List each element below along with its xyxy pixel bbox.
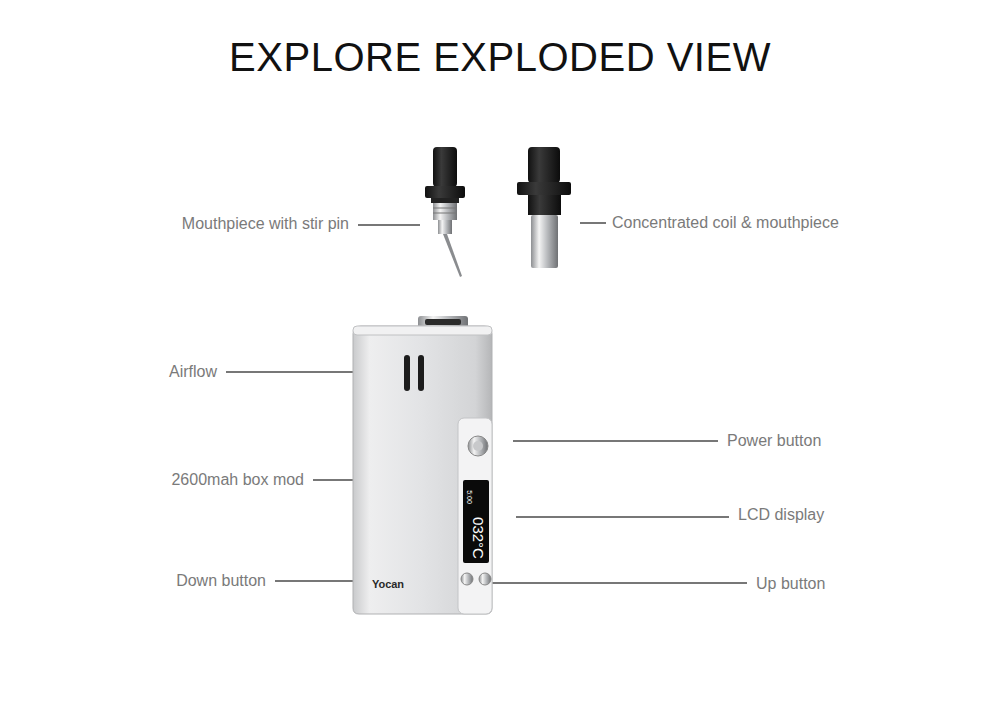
airflow-slot	[404, 355, 410, 391]
part-label: 2600mah box mod	[171, 471, 304, 489]
mouthpiece-tip	[528, 147, 560, 183]
part-label: Concentrated coil & mouthpiece	[612, 214, 839, 232]
mouthpiece-flange	[517, 182, 571, 195]
leader-line	[486, 582, 747, 584]
airflow-slot	[418, 355, 424, 391]
power-button-face	[473, 441, 483, 451]
part-label: Down button	[176, 572, 266, 590]
thread-groove	[433, 213, 457, 214]
stir-pin-mouthpiece	[425, 147, 465, 277]
part-label: Airflow	[169, 363, 217, 381]
mouthpiece-band	[431, 198, 459, 203]
part-label: Power button	[727, 432, 821, 450]
connector-hole	[425, 319, 461, 325]
diagram-title: EXPLORE EXPLODED VIEW	[229, 35, 771, 80]
mod-body	[353, 326, 492, 614]
mouthpiece-flange	[425, 186, 465, 198]
part-label: Mouthpiece with stir pin	[182, 215, 349, 233]
mouthpiece-base	[528, 195, 561, 215]
lcd-screen	[463, 480, 489, 563]
thread-groove	[433, 208, 457, 209]
leader-line	[516, 516, 729, 518]
stir-pin	[443, 234, 462, 277]
mouthpiece-tip	[433, 147, 457, 187]
pin-collar	[438, 220, 452, 234]
up-button	[479, 573, 491, 585]
part-label: LCD display	[738, 506, 824, 524]
lcd-temperature: 032°C	[471, 517, 486, 559]
brand-logo: Yocan	[372, 578, 404, 590]
leader-line	[580, 222, 606, 224]
thread	[433, 203, 457, 220]
lcd-timer: 5:00	[466, 490, 473, 504]
part-label: Up button	[756, 575, 825, 593]
power-button	[468, 436, 488, 456]
down-button	[461, 573, 473, 585]
leader-line	[358, 224, 420, 226]
control-panel	[458, 418, 492, 614]
box-mod	[353, 316, 492, 614]
coil-mouthpiece	[517, 147, 571, 268]
mod-top-cap	[353, 326, 492, 335]
coil-cylinder	[531, 215, 558, 268]
leader-line	[513, 440, 718, 442]
